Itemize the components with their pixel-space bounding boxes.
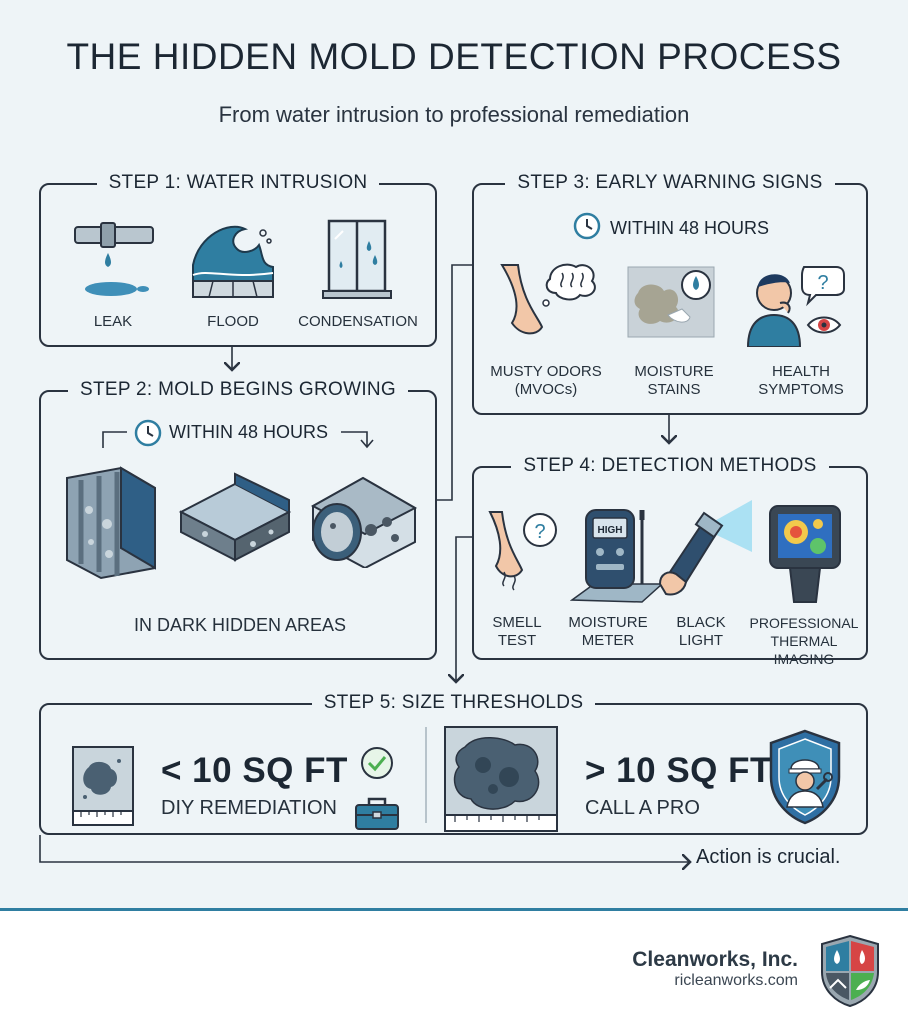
company-logo-shield-icon <box>821 934 879 1008</box>
step2-box: STEP 2: MOLD BEGINS GROWING WITHIN 48 HO… <box>39 379 437 660</box>
page-title: THE HIDDEN MOLD DETECTION PROCESS <box>66 36 842 77</box>
company-url: ricleanworks.com <box>674 972 798 989</box>
thermal-camera-icon <box>769 505 841 603</box>
step4-box: STEP 4: DETECTION METHODS ? HIGH <box>472 455 868 667</box>
carpet-underlay-mold-icon <box>178 472 292 562</box>
large-threshold-size: > 10 SQ FT <box>585 751 772 790</box>
clock-icon <box>573 212 601 240</box>
step1-box: STEP 1: WATER INTRUSION <box>39 172 437 347</box>
infographic-panel: THE HIDDEN MOLD DETECTION PROCESS From w… <box>0 0 908 910</box>
health-symptoms-icon: ? <box>746 266 845 347</box>
svg-text:?: ? <box>534 521 545 543</box>
step5-note: Action is crucial. <box>696 846 841 868</box>
large-mold-patch-icon <box>444 726 558 832</box>
small-threshold-size: < 10 SQ FT <box>161 751 348 790</box>
moisture-stain-icon <box>627 266 715 338</box>
flood-wave-icon <box>192 225 274 298</box>
wall-cavity-mold-icon <box>66 466 156 580</box>
step5-box: STEP 5: SIZE THRESHOLDS < 10 SQ FT DIY R… <box>39 692 868 835</box>
hvac-duct-mold-icon <box>310 476 418 568</box>
step2-caption: IN DARK HIDDEN AREAS <box>133 615 347 635</box>
footer-divider <box>0 908 908 911</box>
step3-timing: WITHIN 48 HOURS <box>610 218 770 238</box>
moisture-meter-icon: HIGH <box>570 509 664 603</box>
step1-label-condensation: CONDENSATION <box>298 313 418 330</box>
large-threshold-action: CALL A PRO <box>585 797 700 819</box>
nose-odor-icon <box>500 263 596 335</box>
leaking-pipe-icon <box>74 222 154 296</box>
step3-box: STEP 3: EARLY WARNING SIGNS WITHIN 48 HO… <box>472 172 868 415</box>
step1-label-flood: FLOOD <box>207 313 259 330</box>
timeline-bracket-icon <box>102 431 374 449</box>
page-subtitle: From water intrusion to professional rem… <box>218 102 690 127</box>
svg-text:?: ? <box>817 272 828 294</box>
step3-label-musty-odors: MUSTY ODORS(MVOCs) <box>490 363 602 398</box>
step2-timing: WITHIN 48 HOURS <box>169 422 329 442</box>
toolbox-icon <box>355 797 399 830</box>
small-threshold-action: DIY REMEDIATION <box>161 797 337 819</box>
black-light-flashlight-icon <box>658 500 752 596</box>
small-mold-patch-icon <box>72 746 134 826</box>
step1-label-leak: LEAK <box>93 313 133 330</box>
company-name: Cleanworks, Inc. <box>632 948 798 971</box>
professional-shield-icon <box>769 729 841 825</box>
check-circle-icon <box>361 747 393 779</box>
meter-screen-text: HIGH <box>598 525 623 536</box>
clock-icon <box>134 419 162 447</box>
connector-arrows <box>39 264 908 910</box>
window-condensation-icon <box>322 219 392 299</box>
smell-test-nose-icon: ? <box>488 511 557 591</box>
threshold-divider <box>425 727 427 823</box>
